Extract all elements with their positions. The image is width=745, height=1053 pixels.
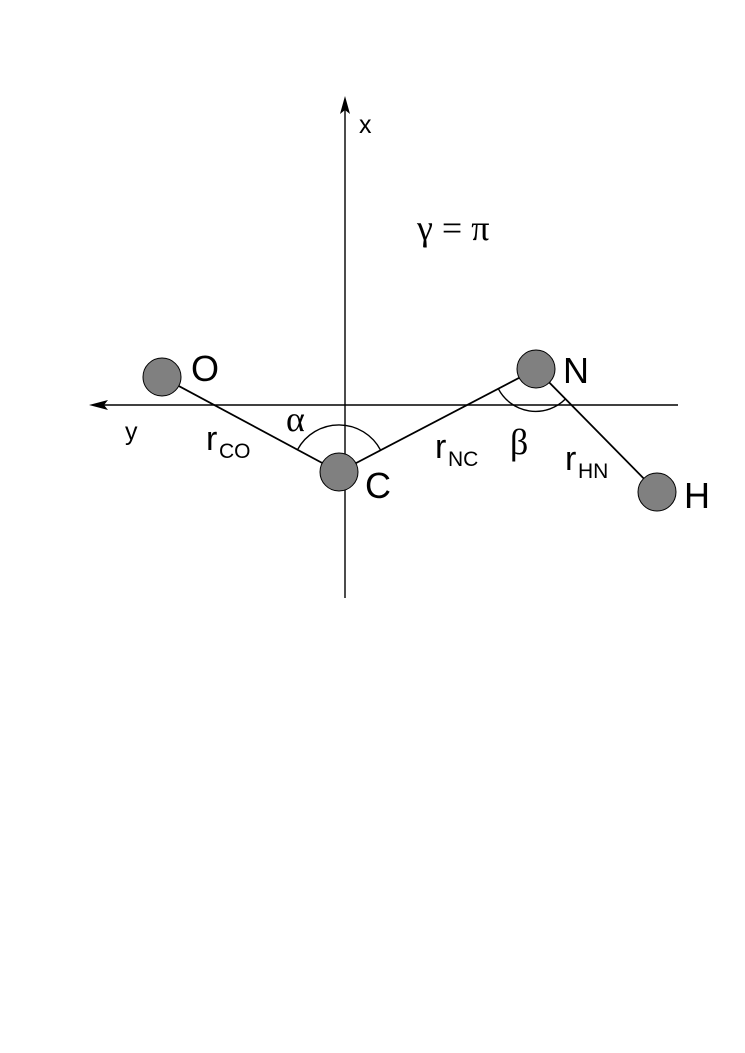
atom-c — [319, 452, 359, 492]
alpha-angle-label: α — [286, 399, 305, 439]
bond-hn-label-sub: HN — [578, 460, 608, 483]
bond-co — [161, 376, 340, 473]
atom-c-label: C — [365, 465, 391, 506]
bond-nc-label-sub: NC — [448, 448, 478, 471]
bond-nc-label: rNC — [435, 428, 478, 471]
bond-hn-label: rHN — [565, 440, 608, 483]
bond-co-label-sub: CO — [219, 440, 251, 463]
x-axis-arrowhead — [340, 96, 350, 114]
bond-hn — [535, 368, 658, 493]
bond-nc — [338, 368, 537, 473]
gamma-condition-label: γ = π — [416, 208, 489, 248]
x-axis-label: x — [359, 111, 372, 139]
bond-co-label: rCO — [206, 420, 251, 463]
bond-hn-label-main: r — [565, 440, 576, 478]
bond-co-label-main: r — [206, 420, 217, 458]
alpha-angle-arc — [296, 424, 382, 451]
bond-nc-label-main: r — [435, 428, 446, 466]
atom-o-label: O — [191, 348, 219, 389]
beta-angle-arc — [497, 388, 566, 413]
atom-o — [142, 357, 182, 397]
y-axis-label: y — [125, 418, 138, 446]
atom-h — [637, 472, 677, 512]
atom-h-label: H — [684, 475, 710, 516]
y-axis-arrowhead — [89, 400, 108, 410]
atom-n-label: N — [563, 350, 589, 391]
beta-angle-label: β — [510, 422, 528, 462]
atom-n — [516, 349, 556, 389]
